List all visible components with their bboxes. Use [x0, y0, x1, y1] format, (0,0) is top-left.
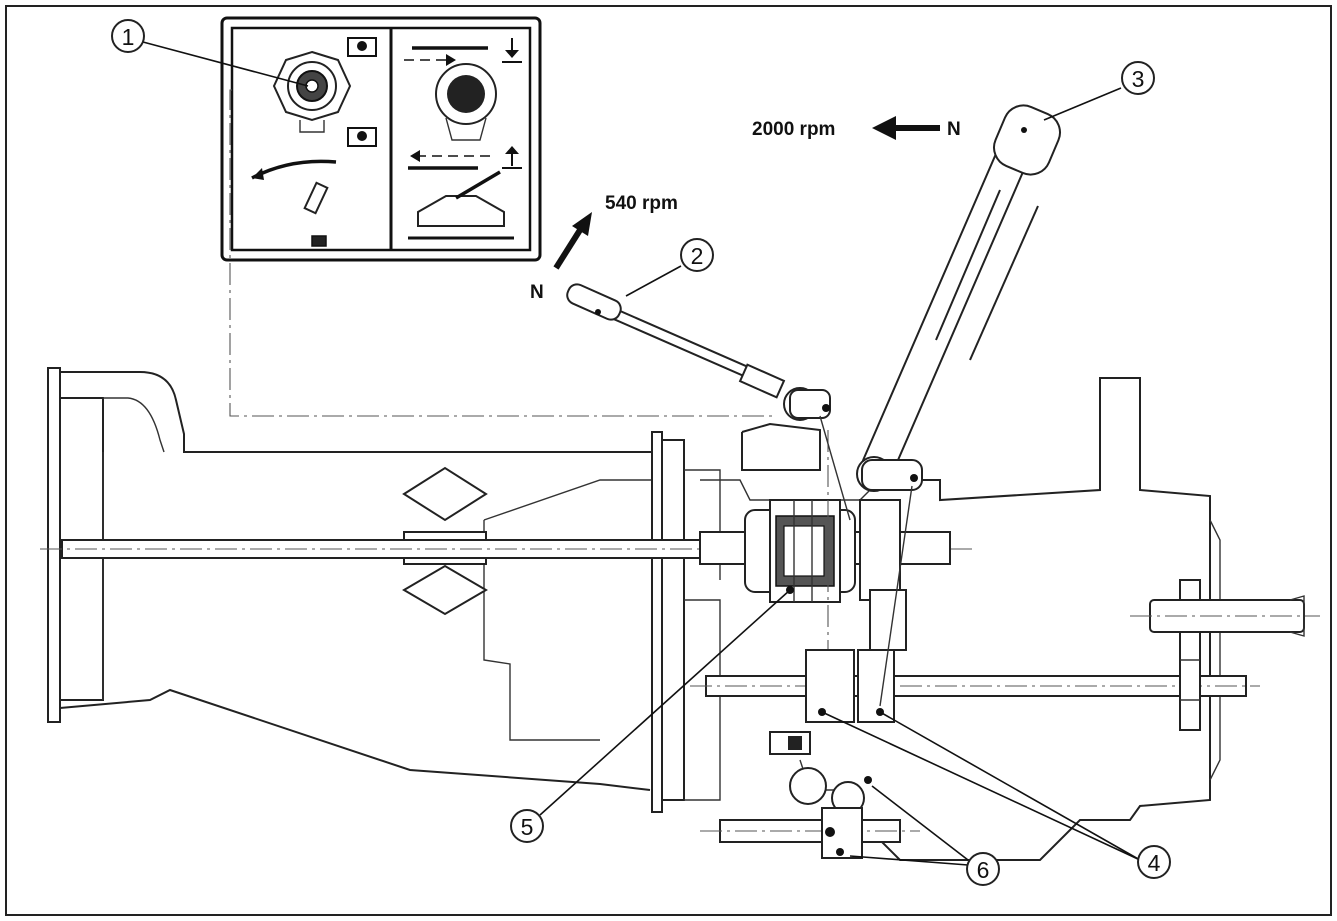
svg-text:4: 4 — [1148, 850, 1161, 876]
arrow-to-2000-rpm — [872, 116, 940, 140]
counter-shaft — [690, 579, 1260, 731]
decal-knob-icon — [272, 50, 352, 133]
decal-hitch-icon — [408, 170, 514, 240]
callout-2: 2 — [680, 238, 714, 272]
transmission-housing — [47, 367, 1221, 861]
callout-4: 4 — [1137, 845, 1171, 879]
decal-link-line — [229, 89, 776, 417]
label-neutral-lever2: N — [530, 282, 544, 303]
label-2000-rpm: 2000 rpm — [752, 119, 835, 140]
pto-speed-lever — [566, 283, 851, 521]
label-neutral-lever3: N — [947, 119, 961, 140]
decal-arrow-forward-icon — [404, 46, 488, 66]
pto-output-shaft — [1130, 595, 1320, 637]
decal-gear-icon-top — [347, 37, 377, 57]
callout-6: 6 — [966, 852, 1000, 886]
figure-frame — [5, 5, 1332, 916]
decal-lower-icon — [502, 38, 522, 63]
bevel-gear — [402, 466, 488, 616]
decal-gear-icon-bottom — [347, 127, 377, 147]
decal-raise-icon — [502, 146, 522, 169]
leader-lines — [142, 41, 1141, 866]
svg-text:1: 1 — [122, 24, 135, 50]
svg-text:3: 3 — [1132, 66, 1145, 92]
callout-1: 1 — [111, 19, 145, 53]
label-540-rpm: 540 rpm — [605, 193, 678, 214]
arrow-to-540-rpm — [553, 212, 592, 270]
decal-arrow-back-icon — [408, 150, 490, 170]
pto-range-lever — [856, 104, 1061, 707]
svg-text:2: 2 — [691, 243, 704, 269]
callout-3: 3 — [1121, 61, 1155, 95]
decal-valve-icon — [435, 63, 497, 141]
callout-5: 5 — [510, 809, 544, 843]
pto-clutch-pack — [744, 430, 901, 660]
lower-shift-mechanism — [700, 731, 920, 859]
decal-lever-icon — [303, 181, 329, 247]
instruction-decal — [220, 16, 542, 262]
svg-text:6: 6 — [977, 857, 990, 883]
svg-text:5: 5 — [521, 814, 534, 840]
